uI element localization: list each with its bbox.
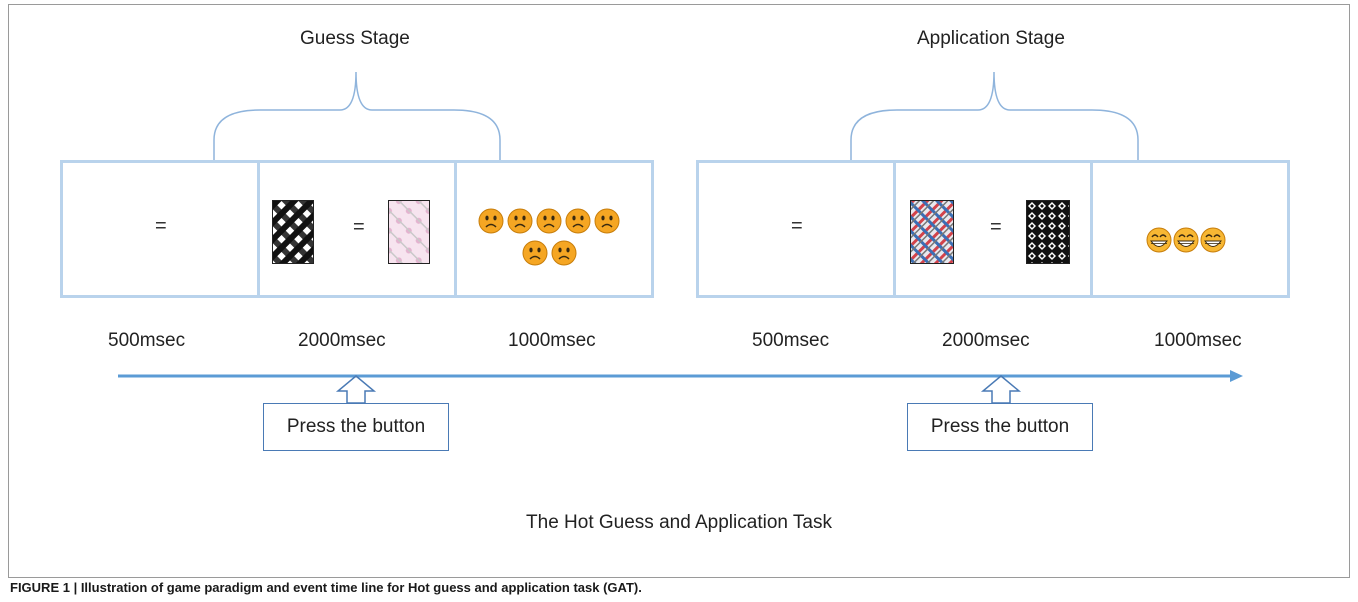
press-pointer-arrow-application xyxy=(980,375,1022,404)
choice-symbol: = xyxy=(990,216,1002,238)
right-card xyxy=(388,200,430,264)
press-button-callout-guess: Press the button xyxy=(263,403,449,451)
sad-face-icon xyxy=(507,208,533,234)
choice-symbol: = xyxy=(353,216,365,238)
sad-faces-group xyxy=(478,208,620,266)
left-card xyxy=(910,200,954,264)
guess-fixation-panel: = xyxy=(60,160,260,298)
fixation-symbol: = xyxy=(791,215,803,237)
grinning-faces-group xyxy=(1146,227,1226,253)
task-title: The Hot Guess and Application Task xyxy=(526,512,832,533)
figure-caption: FIGURE 1 | Illustration of game paradigm… xyxy=(10,580,642,595)
guess-stage-title: Guess Stage xyxy=(300,28,410,49)
sad-face-icon xyxy=(551,240,577,266)
timeline-arrowhead xyxy=(1230,370,1243,382)
grinning-face-icon xyxy=(1200,227,1226,253)
application-stage-bracket xyxy=(850,71,1139,162)
application-feedback-panel xyxy=(1090,160,1290,298)
sad-face-icon xyxy=(478,208,504,234)
left-card xyxy=(272,200,314,264)
duration-label: 1000msec xyxy=(508,330,596,351)
application-choice-panel: = xyxy=(893,160,1093,298)
press-button-callout-application: Press the button xyxy=(907,403,1093,451)
duration-label: 500msec xyxy=(108,330,186,351)
guess-feedback-panel xyxy=(454,160,654,298)
fixation-symbol: = xyxy=(155,215,167,237)
right-card xyxy=(1026,200,1070,264)
figure-frame xyxy=(8,4,1350,578)
sad-face-icon xyxy=(536,208,562,234)
application-fixation-panel: = xyxy=(696,160,896,298)
sad-face-icon xyxy=(594,208,620,234)
grinning-face-icon xyxy=(1173,227,1199,253)
guess-stage-bracket xyxy=(213,71,501,162)
grinning-face-icon xyxy=(1146,227,1172,253)
sad-face-icon xyxy=(565,208,591,234)
application-stage-title: Application Stage xyxy=(917,28,1065,49)
press-pointer-arrow-guess xyxy=(335,375,377,404)
duration-label: 1000msec xyxy=(1154,330,1242,351)
duration-label: 2000msec xyxy=(298,330,386,351)
duration-label: 500msec xyxy=(752,330,830,351)
duration-label: 2000msec xyxy=(942,330,1030,351)
guess-choice-panel: = xyxy=(257,160,457,298)
sad-face-icon xyxy=(522,240,548,266)
